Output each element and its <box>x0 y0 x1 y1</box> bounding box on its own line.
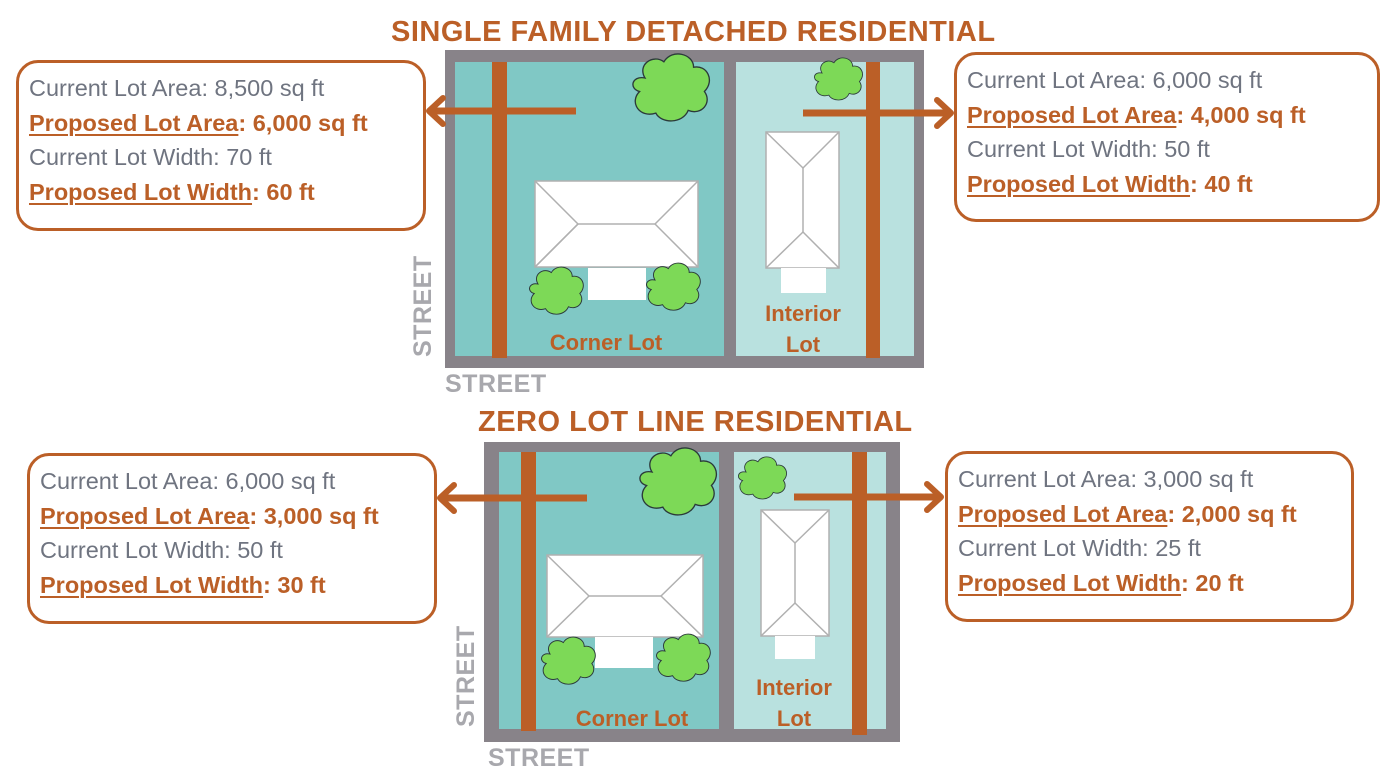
street-label-horizontal: STREET <box>488 744 590 772</box>
interior-lot-info-box: Current Lot Area: 3,000 sq ft Proposed L… <box>945 451 1354 622</box>
arrow-left-icon <box>426 95 576 127</box>
section-title-single-family: SINGLE FAMILY DETACHED RESIDENTIAL <box>391 16 996 48</box>
proposed-lot-width: Proposed Lot Width: 40 ft <box>967 170 1253 197</box>
current-lot-width: Current Lot Width: 50 ft <box>40 537 283 563</box>
corner-lot-label: Corner Lot <box>550 330 663 355</box>
street-label-horizontal: STREET <box>445 370 547 398</box>
current-lot-width: Current Lot Width: 50 ft <box>967 136 1210 162</box>
interior-lot-label-line1: Interior <box>756 675 832 700</box>
current-lot-area: Current Lot Area: 8,500 sq ft <box>29 75 325 101</box>
section-title-zero-lot-line: ZERO LOT LINE RESIDENTIAL <box>478 406 913 438</box>
corner-lot-info-box: Current Lot Area: 8,500 sq ft Proposed L… <box>16 60 426 231</box>
corner-lot-setback-line <box>521 452 536 731</box>
current-lot-area: Current Lot Area: 6,000 sq ft <box>967 67 1263 93</box>
arrow-right-icon <box>794 481 944 513</box>
current-lot-width: Current Lot Width: 70 ft <box>29 144 272 170</box>
proposed-lot-width: Proposed Lot Width: 60 ft <box>29 178 315 205</box>
house-icon <box>760 509 830 659</box>
proposed-lot-area: Proposed Lot Area: 6,000 sq ft <box>29 109 368 136</box>
interior-lot-label-line2: Lot <box>786 332 821 357</box>
proposed-lot-area: Proposed Lot Area: 2,000 sq ft <box>958 500 1297 527</box>
proposed-lot-width: Proposed Lot Width: 30 ft <box>40 571 326 598</box>
current-lot-area: Current Lot Area: 6,000 sq ft <box>40 468 336 494</box>
corner-lot-setback-line <box>492 62 507 358</box>
interior-lot-label-line1: Interior <box>765 301 841 326</box>
proposed-lot-area: Proposed Lot Area: 3,000 sq ft <box>40 502 379 529</box>
current-lot-width: Current Lot Width: 25 ft <box>958 535 1201 561</box>
street-label-vertical: STREET <box>452 625 480 727</box>
interior-lot-info-box: Current Lot Area: 6,000 sq ft Proposed L… <box>954 52 1380 222</box>
corner-lot-label: Corner Lot <box>576 706 689 731</box>
current-lot-area: Current Lot Area: 3,000 sq ft <box>958 466 1254 492</box>
single-family-site-plan: Corner Lot Interior Lot <box>426 50 954 368</box>
interior-lot-setback-line <box>866 62 880 358</box>
arrow-right-icon <box>803 97 954 129</box>
proposed-lot-width: Proposed Lot Width: 20 ft <box>958 569 1244 596</box>
arrow-left-icon <box>437 482 587 514</box>
proposed-lot-area: Proposed Lot Area: 4,000 sq ft <box>967 101 1306 128</box>
house-icon <box>534 180 699 300</box>
house-icon <box>765 131 840 293</box>
corner-lot-info-box: Current Lot Area: 6,000 sq ft Proposed L… <box>27 453 437 624</box>
interior-lot-label-line2: Lot <box>777 706 812 731</box>
house-icon <box>546 554 704 668</box>
interior-lot-setback-line <box>852 452 867 735</box>
